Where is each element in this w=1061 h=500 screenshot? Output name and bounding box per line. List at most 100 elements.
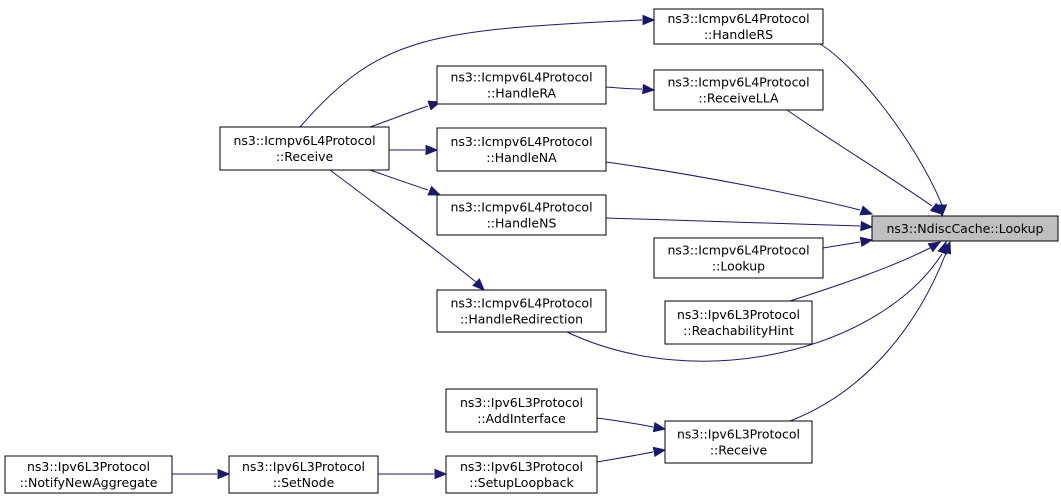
node-label-line: ns3::Ipv6L3Protocol bbox=[677, 307, 800, 322]
arrow-head bbox=[472, 278, 485, 291]
node-label-line: ::Receive bbox=[710, 443, 768, 458]
node-label-line: ns3::Icmpv6L4Protocol bbox=[233, 133, 375, 148]
edge-line bbox=[369, 105, 429, 128]
node-label-line: ::ReachabilityHint bbox=[683, 323, 794, 338]
node-receive-lla[interactable]: ns3::Icmpv6L4Protocol::ReceiveLLA bbox=[653, 69, 824, 111]
edge-line bbox=[605, 86, 643, 90]
node-reach-hint[interactable]: ns3::Ipv6L3Protocol::ReachabilityHint bbox=[664, 300, 813, 345]
edge-line bbox=[789, 252, 947, 422]
node-label-line: ns3::Ipv6L3Protocol bbox=[460, 459, 583, 474]
node-label-line: ::AddInterface bbox=[477, 411, 566, 426]
arrow-head bbox=[941, 240, 952, 255]
edge-line bbox=[596, 417, 654, 428]
node-box bbox=[445, 455, 598, 494]
node-label-line: ns3::Ipv6L3Protocol bbox=[27, 459, 150, 474]
edge-line bbox=[605, 217, 861, 227]
edge-icmp_receive-to-handle_redir bbox=[329, 169, 485, 291]
edge-setup_loop-to-ipv6_receive bbox=[596, 446, 667, 463]
arrow-head bbox=[425, 144, 439, 156]
edge-line bbox=[596, 451, 654, 463]
arrow-head bbox=[427, 185, 442, 196]
node-label-line: ns3::Icmpv6L4Protocol bbox=[450, 134, 592, 149]
node-handle-rs[interactable]: ns3::Icmpv6L4Protocol::HandleRS bbox=[653, 8, 824, 45]
node-box bbox=[445, 388, 598, 433]
edge-receive_lla-to-lookup bbox=[786, 109, 944, 215]
edge-line bbox=[566, 253, 943, 362]
edges-layer bbox=[172, 14, 952, 480]
edge-line bbox=[369, 169, 429, 191]
node-label-line: ns3::Icmpv6L4Protocol bbox=[450, 200, 592, 215]
arrow-head bbox=[642, 83, 656, 95]
arrow-head bbox=[929, 202, 944, 215]
node-box bbox=[653, 8, 824, 45]
node-label-line: ns3::Icmpv6L4Protocol bbox=[667, 11, 809, 26]
node-notify-agg[interactable]: ns3::Ipv6L3Protocol::NotifyNewAggregate bbox=[4, 455, 173, 494]
node-box bbox=[219, 126, 390, 171]
edge-set_node-to-setup_loop bbox=[378, 468, 448, 480]
node-box bbox=[664, 300, 813, 345]
edge-ipv6_receive-to-lookup bbox=[789, 240, 952, 422]
node-label-line: ns3::Icmpv6L4Protocol bbox=[450, 296, 592, 311]
edge-icmp_lookup-to-lookup bbox=[822, 236, 874, 249]
node-handle-ns[interactable]: ns3::Icmpv6L4Protocol::HandleNS bbox=[436, 194, 607, 236]
node-label-line: ::HandleRS bbox=[704, 27, 773, 42]
node-label-line: ::SetupLoopback bbox=[469, 475, 574, 490]
edge-icmp_receive-to-handle_rs bbox=[299, 14, 656, 128]
node-label-line: ns3::Ipv6L3Protocol bbox=[460, 395, 583, 410]
node-label-line: ::HandleRedirection bbox=[460, 312, 583, 327]
edge-line bbox=[786, 109, 933, 207]
node-icmp-receive[interactable]: ns3::Icmpv6L4Protocol::Receive bbox=[219, 126, 390, 171]
edge-line bbox=[789, 247, 931, 302]
node-label-line: ::ReceiveLLA bbox=[698, 91, 779, 106]
node-box bbox=[871, 215, 1059, 242]
node-box bbox=[436, 65, 607, 105]
arrow-head bbox=[859, 236, 874, 248]
node-box bbox=[653, 237, 824, 279]
node-handle-redir[interactable]: ns3::Icmpv6L4Protocol::HandleRedirection bbox=[436, 289, 607, 333]
arrow-head bbox=[642, 14, 656, 26]
edge-icmp_receive-to-handle_ra bbox=[369, 100, 442, 128]
node-label-line: ::HandleNA bbox=[486, 150, 557, 165]
edge-line bbox=[605, 161, 861, 211]
node-label-line: ns3::Ipv6L3Protocol bbox=[677, 427, 800, 442]
node-label-line: ns3::Icmpv6L4Protocol bbox=[667, 75, 809, 90]
node-add-iface[interactable]: ns3::Ipv6L3Protocol::AddInterface bbox=[445, 388, 598, 433]
node-box bbox=[664, 420, 813, 464]
edge-handle_ns-to-lookup bbox=[605, 217, 874, 232]
arrow-head bbox=[927, 241, 942, 253]
node-label-line: ns3::Icmpv6L4Protocol bbox=[450, 70, 592, 85]
node-label-line: ::HandleNS bbox=[487, 216, 557, 231]
node-set-node[interactable]: ns3::Ipv6L3Protocol::SetNode bbox=[228, 455, 379, 494]
arrow-head bbox=[652, 446, 667, 458]
node-handle-na[interactable]: ns3::Icmpv6L4Protocol::HandleNA bbox=[436, 127, 607, 172]
node-label-line: ::HandleRA bbox=[487, 86, 557, 101]
edge-notify_agg-to-set_node bbox=[172, 468, 231, 480]
node-handle-ra[interactable]: ns3::Icmpv6L4Protocol::HandleRA bbox=[436, 65, 607, 105]
edge-line bbox=[822, 241, 861, 249]
node-lookup: ns3::NdiscCache::Lookup bbox=[871, 215, 1059, 242]
edge-handle_rs-to-lookup bbox=[819, 43, 948, 218]
node-box bbox=[436, 194, 607, 236]
edge-handle_ra-to-receive_lla bbox=[605, 83, 656, 95]
nodes-layer: ns3::NdiscCache::Lookupns3::Icmpv6L4Prot… bbox=[4, 8, 1059, 494]
edge-add_iface-to-ipv6_receive bbox=[596, 417, 667, 433]
arrow-head bbox=[434, 468, 448, 480]
node-label-line: ns3::NdiscCache::Lookup bbox=[886, 221, 1043, 236]
node-icmp-lookup[interactable]: ns3::Icmpv6L4Protocol::Lookup bbox=[653, 237, 824, 279]
node-label-line: ::NotifyNewAggregate bbox=[20, 475, 158, 490]
arrow-head bbox=[652, 421, 667, 433]
node-label-line: ns3::Ipv6L3Protocol bbox=[242, 459, 365, 474]
edge-line bbox=[299, 19, 643, 128]
node-setup-loop[interactable]: ns3::Ipv6L3Protocol::SetupLoopback bbox=[445, 455, 598, 494]
arrow-head bbox=[217, 468, 231, 480]
node-ipv6-receive[interactable]: ns3::Ipv6L3Protocol::Receive bbox=[664, 420, 813, 464]
arrow-head bbox=[859, 205, 874, 216]
node-label-line: ::Receive bbox=[276, 149, 334, 164]
node-box bbox=[653, 69, 824, 111]
edge-icmp_receive-to-handle_ns bbox=[369, 169, 442, 196]
node-box bbox=[4, 455, 173, 494]
node-box bbox=[436, 289, 607, 333]
edge-icmp_receive-to-handle_na bbox=[388, 144, 439, 156]
node-box bbox=[436, 127, 607, 172]
